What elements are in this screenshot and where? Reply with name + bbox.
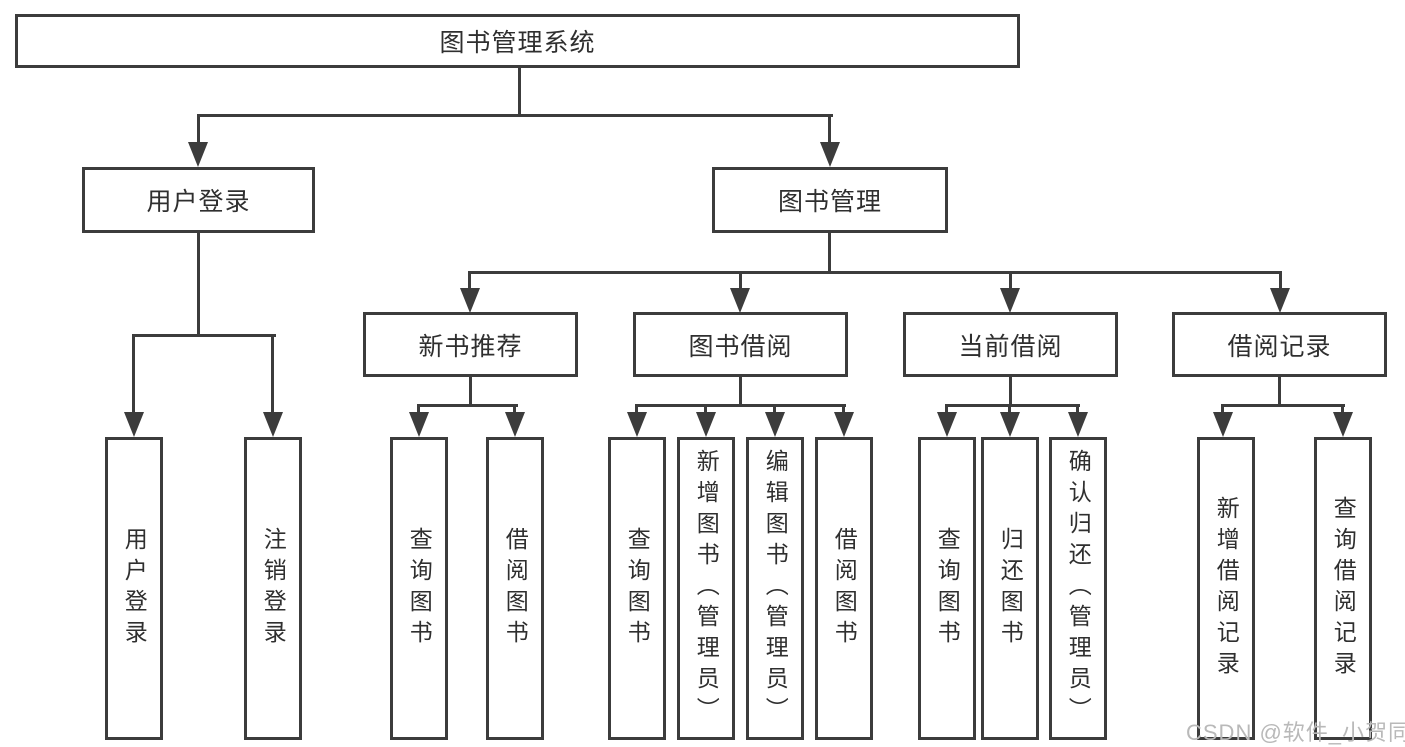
connector-drop-e1 — [1221, 404, 1224, 414]
connector-user-login-hline — [132, 334, 276, 337]
arrowhead-leaf-logout — [263, 412, 283, 437]
arrowhead-c1 — [627, 412, 647, 437]
connector-drop-b1 — [417, 404, 420, 414]
connector-borrow-records-hline — [1221, 404, 1345, 407]
connector-new-books-stem — [469, 376, 472, 406]
connector-drop-user-login — [197, 114, 200, 144]
leaf-query-books-recommend-label: 查询图书 — [406, 526, 433, 651]
connector-level2-hline — [468, 271, 1282, 274]
connector-new-books-hline — [417, 404, 518, 407]
connector-drop-leaf-login — [132, 334, 135, 413]
arrowhead-d3 — [1068, 412, 1088, 437]
leaf-borrow-books-recommend-label: 借阅图书 — [502, 526, 529, 651]
leaf-add-book-admin-label: 新增图书（管理员） — [693, 449, 720, 728]
leaf-return-book: 归还图书 — [981, 437, 1039, 740]
node-current-borrow-label: 当前借阅 — [958, 332, 1063, 361]
arrowhead-e1 — [1213, 412, 1233, 437]
leaf-logout: 注销登录 — [244, 437, 302, 740]
arrowhead-current-borrow — [1000, 288, 1020, 313]
connector-drop-borrow-records — [1279, 271, 1282, 290]
node-root: 图书管理系统 — [15, 14, 1020, 68]
arrowhead-c3 — [765, 412, 785, 437]
node-book-borrow: 图书借阅 — [633, 312, 848, 377]
node-user-login: 用户登录 — [82, 167, 315, 233]
connector-borrow-records-stem — [1278, 376, 1281, 406]
leaf-user-login: 用户登录 — [105, 437, 163, 740]
node-new-book-recommend-label: 新书推荐 — [418, 332, 523, 361]
connector-level1-hline — [197, 114, 833, 117]
node-book-borrow-label: 图书借阅 — [688, 332, 793, 361]
node-current-borrow: 当前借阅 — [903, 312, 1118, 377]
leaf-query-books-recommend: 查询图书 — [390, 437, 448, 740]
leaf-edit-book-admin-label: 编辑图书（管理员） — [762, 449, 789, 728]
connector-user-login-stem — [197, 231, 200, 336]
connector-drop-d3 — [1076, 404, 1079, 414]
connector-drop-c3 — [773, 404, 776, 414]
node-new-book-recommend: 新书推荐 — [363, 312, 578, 377]
connector-drop-current-borrow — [1009, 271, 1012, 290]
leaf-query-books-current-label: 查询图书 — [934, 526, 961, 651]
leaf-add-borrow-record: 新增借阅记录 — [1197, 437, 1255, 740]
arrowhead-c4 — [834, 412, 854, 437]
arrowhead-d2 — [1000, 412, 1020, 437]
leaf-edit-book-admin: 编辑图书（管理员） — [746, 437, 804, 740]
connector-drop-c4 — [842, 404, 845, 414]
connector-drop-c2 — [704, 404, 707, 414]
leaf-user-login-label: 用户登录 — [121, 526, 148, 651]
connector-drop-book-mgmt — [828, 114, 831, 144]
connector-book-borrow-hline — [635, 404, 846, 407]
leaf-query-books-current: 查询图书 — [918, 437, 976, 740]
connector-drop-e2 — [1341, 404, 1344, 414]
connector-current-borrow-hline — [945, 404, 1080, 407]
connector-drop-d1 — [945, 404, 948, 414]
arrowhead-b2 — [505, 412, 525, 437]
arrowhead-book-borrow — [730, 288, 750, 313]
leaf-confirm-return-admin-label: 确认归还（管理员） — [1065, 449, 1092, 728]
arrowhead-c2 — [696, 412, 716, 437]
leaf-query-borrow-record-label: 查询借阅记录 — [1330, 495, 1357, 682]
node-root-label: 图书管理系统 — [439, 29, 596, 57]
leaf-add-borrow-record-label: 新增借阅记录 — [1213, 495, 1240, 682]
node-borrow-records: 借阅记录 — [1172, 312, 1387, 377]
node-borrow-records-label: 借阅记录 — [1227, 332, 1332, 361]
leaf-return-book-label: 归还图书 — [997, 526, 1024, 651]
connector-drop-d2 — [1008, 404, 1011, 414]
arrowhead-b1 — [409, 412, 429, 437]
connector-drop-new-books — [468, 271, 471, 290]
arrowhead-book-mgmt — [820, 142, 840, 167]
connector-drop-book-borrow — [739, 271, 742, 290]
node-book-management-label: 图书管理 — [777, 188, 882, 216]
leaf-borrow-books: 借阅图书 — [815, 437, 873, 740]
arrowhead-leaf-login — [124, 412, 144, 437]
leaf-logout-label: 注销登录 — [260, 526, 287, 651]
node-user-login-label: 用户登录 — [146, 188, 251, 216]
leaf-query-books-borrow-label: 查询图书 — [624, 526, 651, 651]
csdn-watermark: CSDN @软件_小贺同学 — [1186, 720, 1405, 745]
leaf-borrow-books-recommend: 借阅图书 — [486, 437, 544, 740]
arrowhead-user-login — [188, 142, 208, 167]
leaf-confirm-return-admin: 确认归还（管理员） — [1049, 437, 1107, 740]
leaf-query-borrow-record: 查询借阅记录 — [1314, 437, 1372, 740]
connector-drop-c1 — [635, 404, 638, 414]
connector-book-borrow-stem — [739, 376, 742, 406]
leaf-query-books-borrow: 查询图书 — [608, 437, 666, 740]
arrowhead-d1 — [937, 412, 957, 437]
leaf-borrow-books-label: 借阅图书 — [831, 526, 858, 651]
connector-drop-b2 — [513, 404, 516, 414]
connector-root-stem — [518, 67, 521, 116]
arrowhead-new-books — [460, 288, 480, 313]
arrowhead-borrow-records — [1270, 288, 1290, 313]
connector-current-borrow-stem — [1009, 376, 1012, 406]
node-book-management: 图书管理 — [712, 167, 948, 233]
connector-drop-leaf-logout — [271, 334, 274, 413]
leaf-add-book-admin: 新增图书（管理员） — [677, 437, 735, 740]
connector-book-mgmt-stem — [828, 231, 831, 273]
arrowhead-e2 — [1333, 412, 1353, 437]
